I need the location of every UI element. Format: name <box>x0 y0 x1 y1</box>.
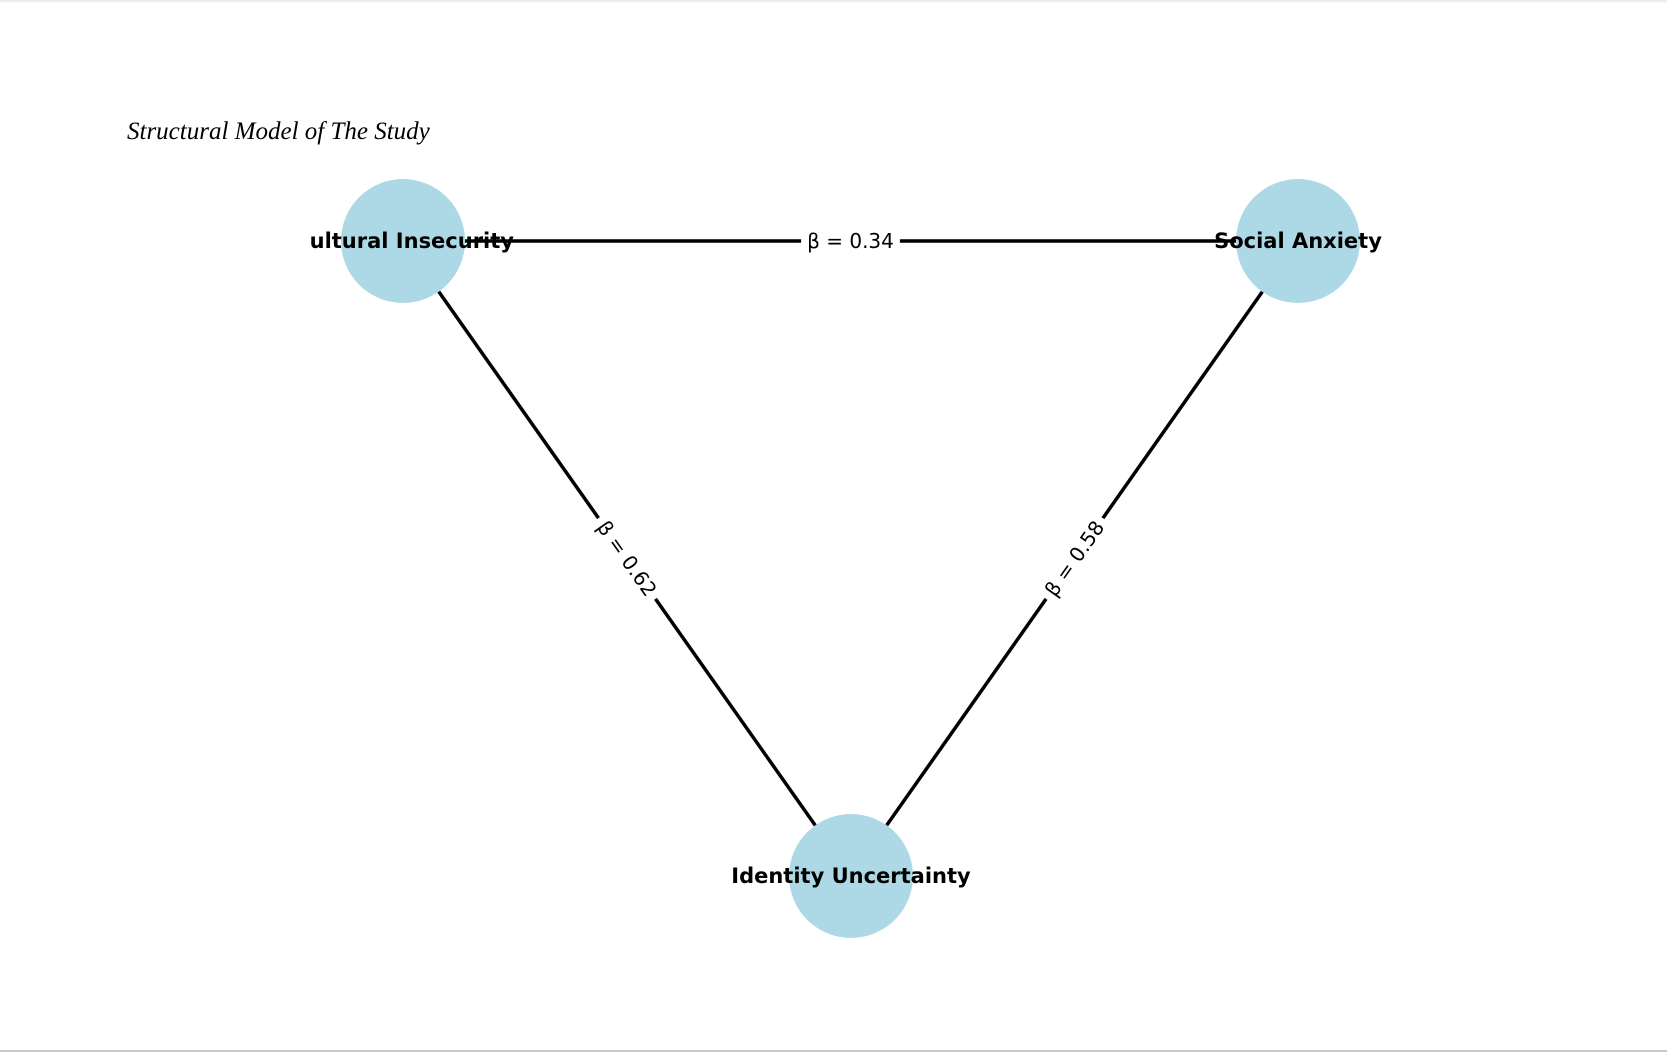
edges-layer <box>437 290 1264 827</box>
edge-label-group: β = 0.58 <box>1035 510 1114 607</box>
edge-label-background <box>801 228 900 254</box>
edge-label-background <box>587 510 667 607</box>
edge-label-cultural-social: β = 0.34 <box>807 229 894 253</box>
top-border <box>0 0 1667 3</box>
bottom-border <box>0 1050 1667 1052</box>
diagram-title: Structural Model of The Study <box>127 118 430 145</box>
edge-label-background <box>1035 510 1114 607</box>
node-label-identity: Identity Uncertainty <box>731 864 971 888</box>
edge-label-social-identity: β = 0.58 <box>1040 516 1110 601</box>
nodes-layer <box>341 179 1360 938</box>
edge-label-group: β = 0.62 <box>587 510 667 607</box>
node-label-social: Social Anxiety <box>1214 229 1382 253</box>
node-identity <box>789 814 913 938</box>
edge-label-group: β = 0.34 <box>801 228 900 254</box>
node-cultural <box>341 179 465 303</box>
node-social <box>1236 179 1360 303</box>
edge-labels-layer: β = 0.34 β = 0.62 β = 0.58 <box>587 228 1114 607</box>
edge-label-cultural-identity: β = 0.62 <box>592 516 662 601</box>
